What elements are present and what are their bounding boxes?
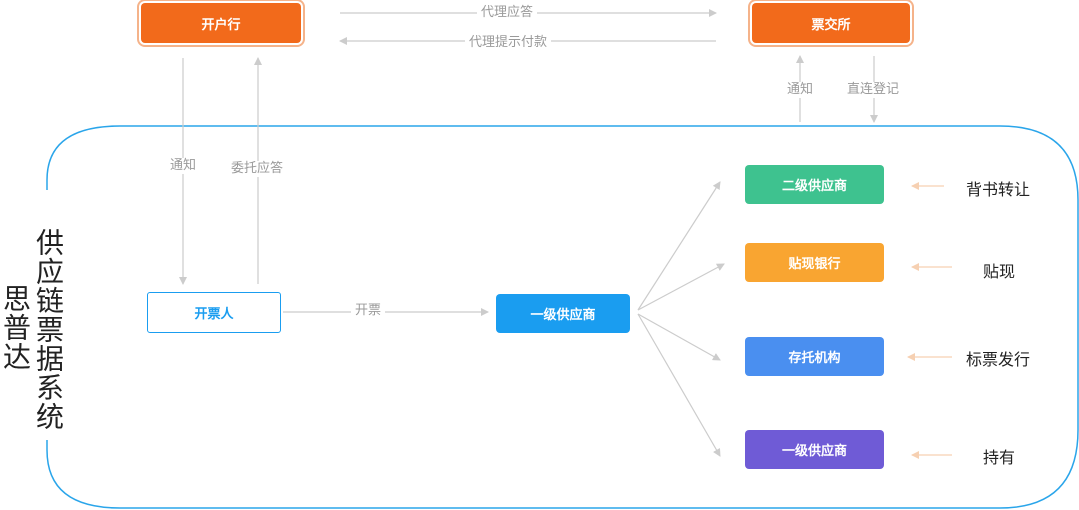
direct-register-label: 直连登记 xyxy=(843,82,904,98)
primary-supplier-label: 一级供应商 xyxy=(530,308,596,323)
custodian-node[interactable]: 存托机构 xyxy=(745,337,884,376)
arrow-to-discount-bank xyxy=(637,263,725,311)
entrust-response-label: 委托应答 xyxy=(227,161,288,177)
arrow-to-secondary xyxy=(637,181,721,311)
agent-payment-prompt-label: 代理提示付款 xyxy=(465,35,552,51)
arrow-to-holding xyxy=(637,313,721,457)
brand-name: 思普达 xyxy=(0,284,32,371)
discount-text: 贴现 xyxy=(983,262,1016,281)
discount-bank-node[interactable]: 贴现银行 xyxy=(745,243,884,282)
holding-supplier-label: 一级供应商 xyxy=(781,444,847,459)
hold-text: 持有 xyxy=(983,448,1016,467)
system-boundary xyxy=(46,125,1079,509)
exchange-node[interactable]: 票交所 xyxy=(752,3,910,43)
bank-node[interactable]: 开户行 xyxy=(141,3,301,43)
custodian-label: 存托机构 xyxy=(788,351,841,366)
arrow-to-custodian xyxy=(637,313,721,361)
notify-drawer-label: 通知 xyxy=(166,158,201,174)
drawer-node[interactable]: 开票人 xyxy=(147,292,281,333)
agent-response-label: 代理应答 xyxy=(477,5,538,21)
secondary-supplier-node[interactable]: 二级供应商 xyxy=(745,165,884,204)
discount-bank-label: 贴现银行 xyxy=(788,257,841,272)
issue-label: 开票 xyxy=(351,303,386,319)
holding-supplier-node[interactable]: 一级供应商 xyxy=(745,430,884,469)
exchange-label: 票交所 xyxy=(811,17,851,33)
notify-exchange-label: 通知 xyxy=(783,82,818,98)
system-title: 供应链票据系统 xyxy=(31,228,65,431)
endorse-transfer-text: 背书转让 xyxy=(966,180,1031,199)
drawer-label: 开票人 xyxy=(194,307,234,322)
bank-label: 开户行 xyxy=(201,17,241,33)
secondary-supplier-label: 二级供应商 xyxy=(781,179,847,194)
standard-issuance-text: 标票发行 xyxy=(966,350,1031,369)
primary-supplier-node[interactable]: 一级供应商 xyxy=(496,294,630,333)
